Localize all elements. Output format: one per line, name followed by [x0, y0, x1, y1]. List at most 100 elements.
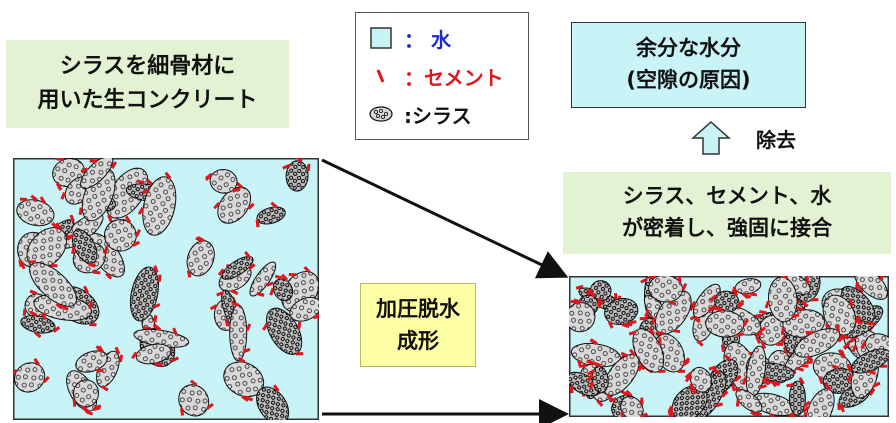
cement-stroke	[854, 315, 862, 324]
cement-stroke	[30, 194, 39, 202]
cement-stroke	[735, 399, 740, 407]
cement-stroke	[696, 339, 704, 347]
cement-stroke	[71, 246, 76, 255]
cement-stroke	[801, 300, 809, 308]
cement-stroke	[837, 402, 841, 411]
cement-stroke	[269, 287, 275, 296]
cement-stroke	[131, 351, 138, 360]
cement-stroke	[242, 347, 251, 354]
legend-row-water: ： 水	[368, 23, 451, 53]
cement-stroke	[669, 410, 674, 417]
cement-stroke	[314, 312, 319, 318]
cement-stroke	[245, 395, 254, 402]
bond-description-label: シラス、セメント、水 が密着し、強固に接合	[563, 172, 891, 254]
shirasu-particle	[570, 338, 626, 368]
cement-stroke	[755, 331, 763, 337]
shirasu-particle	[249, 261, 277, 298]
cement-stroke	[691, 386, 697, 395]
cement-stroke	[709, 294, 717, 302]
shirasu-particle	[569, 298, 596, 333]
cement-stroke	[656, 330, 664, 336]
shirasu-particle	[178, 379, 214, 417]
cement-stroke	[637, 363, 644, 372]
cement-stroke	[266, 281, 274, 287]
cement-stroke	[247, 202, 255, 210]
cement-stroke	[779, 338, 786, 347]
cement-stroke	[282, 163, 291, 170]
excess-water-box: 余分な水分 (空隙の原因)	[571, 22, 806, 108]
cement-stroke	[104, 246, 109, 254]
cement-stroke	[262, 323, 269, 331]
shirasu-particle	[757, 312, 790, 350]
shirasu-particle	[66, 229, 98, 268]
cement-stroke	[29, 310, 38, 317]
cement-stroke	[801, 364, 809, 368]
shirasu-particle	[667, 385, 708, 417]
arrow-to-compacted-top	[321, 158, 569, 279]
cement-stroke	[857, 285, 864, 294]
cement-stroke	[153, 324, 162, 332]
cement-stroke	[737, 299, 745, 307]
cement-stroke	[769, 413, 777, 417]
cement-stroke	[677, 276, 682, 283]
cement-stroke	[868, 369, 876, 375]
cement-stroke	[78, 207, 83, 216]
excess-water-line1: 余分な水分	[636, 36, 741, 60]
cement-stroke	[628, 330, 637, 336]
cement-stroke	[114, 346, 121, 355]
cement-stroke	[682, 359, 690, 367]
cement-stroke	[806, 355, 814, 363]
cement-stroke	[772, 379, 781, 387]
cement-stroke	[124, 215, 132, 224]
cement-stroke	[708, 365, 717, 371]
shirasu-particle	[256, 384, 290, 420]
cement-stroke	[597, 297, 602, 306]
cement-stroke	[216, 291, 224, 297]
pressure-dewatering-line2: 成形	[397, 329, 439, 353]
cement-stroke	[153, 315, 158, 323]
cement-stroke	[824, 383, 832, 391]
fresh-concrete-label-line2: 用いた生コンクリート	[37, 88, 258, 113]
shirasu-particle	[851, 348, 889, 375]
cement-stroke	[33, 331, 42, 339]
cement-stroke	[270, 201, 278, 209]
cement-stroke	[118, 354, 124, 363]
cement-stroke	[280, 273, 289, 281]
shirasu-particle	[741, 345, 770, 401]
cement-stroke	[297, 321, 302, 330]
cement-stroke	[578, 363, 587, 368]
cement-stroke	[668, 300, 677, 306]
cement-stroke	[164, 171, 172, 180]
cement-stroke	[860, 341, 867, 349]
shirasu-particle	[801, 383, 835, 417]
cement-stroke	[157, 274, 162, 282]
shirasu-particle	[229, 301, 252, 362]
cement-stroke	[790, 411, 797, 417]
shirasu-particle	[13, 357, 50, 393]
cement-stroke	[306, 163, 311, 172]
cement-stroke	[758, 326, 767, 334]
cement-stroke	[879, 276, 884, 281]
fresh-concrete-mixture-illustration	[13, 158, 319, 420]
shirasu-particle	[20, 310, 61, 339]
cement-stroke	[195, 236, 204, 243]
cement-stroke	[110, 161, 118, 170]
cement-stroke	[715, 306, 724, 312]
cement-stroke	[22, 308, 27, 316]
cement-stroke	[206, 402, 214, 410]
water-square-icon	[368, 25, 394, 51]
cement-stroke	[628, 320, 637, 325]
cement-stroke	[50, 263, 58, 268]
cement-stroke	[132, 240, 141, 247]
cement-stroke	[89, 323, 97, 327]
cement-stroke	[721, 390, 729, 398]
legend-row-cement: ：セメント	[368, 61, 504, 91]
cement-stroke	[29, 289, 38, 295]
cement-stroke	[782, 346, 790, 355]
cement-stroke	[586, 373, 594, 382]
fresh-concrete-label: シラスを細骨材に 用いた生コンクリート	[6, 40, 289, 128]
arrow-up-icon	[691, 120, 731, 155]
cement-stroke	[189, 379, 198, 387]
cement-stroke	[760, 341, 767, 350]
cement-stroke	[39, 196, 46, 204]
